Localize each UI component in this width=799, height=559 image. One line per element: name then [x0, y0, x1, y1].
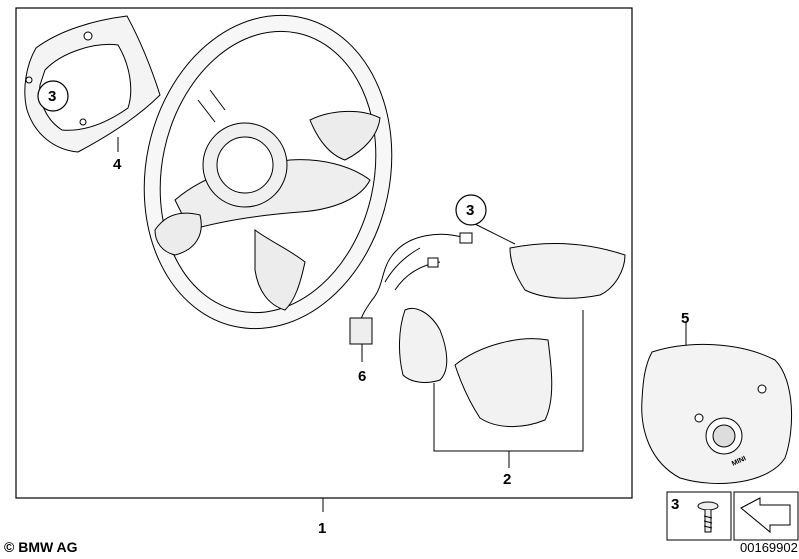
callout-label-3-legend: 3: [671, 496, 680, 513]
assembly-frame: [15, 7, 633, 499]
callout-label-5: 5: [681, 310, 690, 327]
copyright-text: © BMW AG: [4, 539, 78, 555]
steering-wheel-part: [143, 14, 393, 330]
callout-label-1: 1: [318, 520, 327, 537]
callout-label-4: 4: [113, 156, 122, 173]
leader-lines: [117, 137, 687, 512]
callout-circle-3-top-left: [37, 80, 69, 112]
airbag-module-part: [641, 343, 792, 484]
rear-cover-part: [24, 15, 161, 153]
diagram-number: 00169902: [740, 540, 798, 555]
arrow-symbol-icon: [740, 497, 791, 534]
callout-label-6: 6: [358, 368, 367, 385]
callout-circle-3-right: [455, 194, 487, 226]
wiring-harness-part: [349, 232, 473, 345]
callout-label-3-top-left: 3: [48, 88, 57, 105]
trim-cover-parts: [398, 243, 626, 428]
callout-label-3-right: 3: [466, 202, 475, 219]
callout-label-2: 2: [503, 471, 512, 488]
